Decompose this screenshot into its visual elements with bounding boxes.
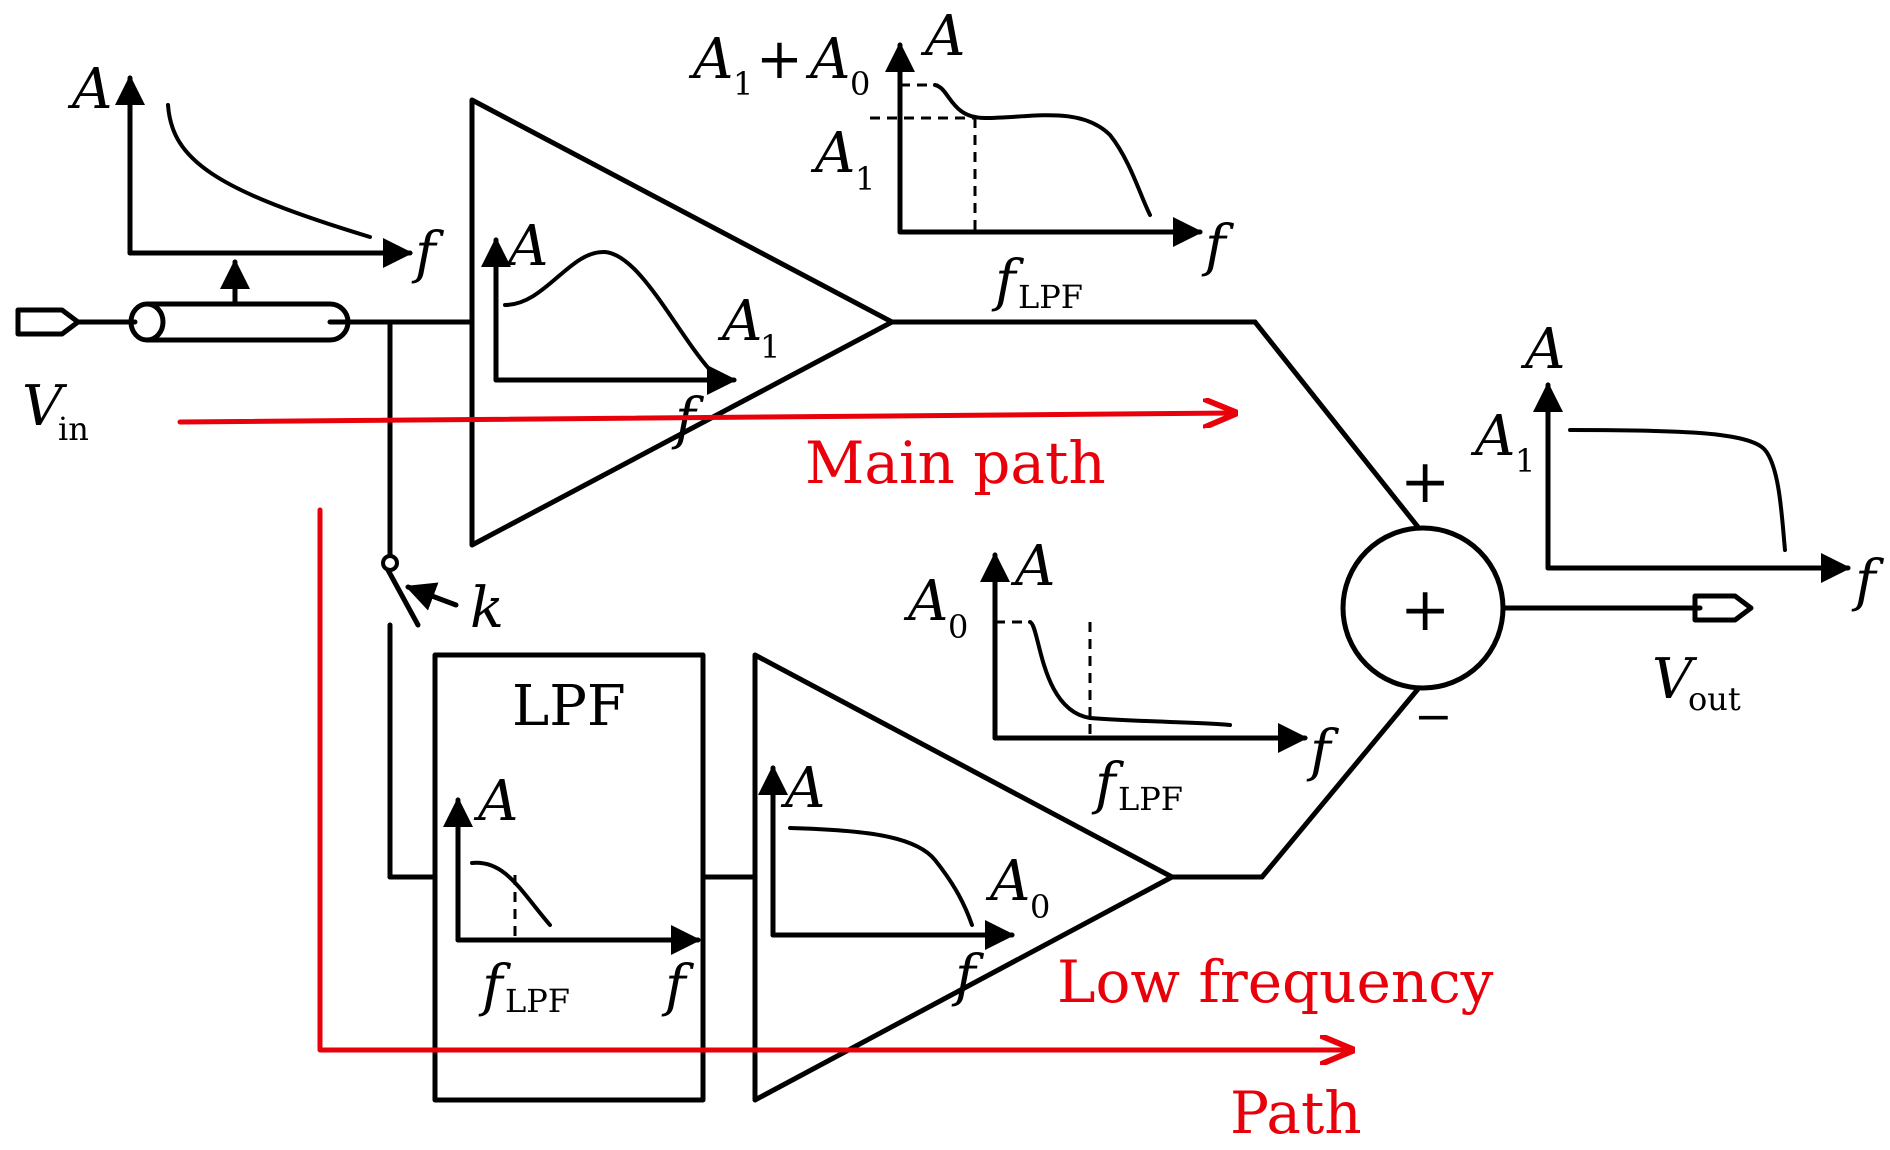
axis-label-amplitude: A	[67, 57, 112, 122]
axis-label-frequency: f	[411, 221, 445, 286]
svg-text:f: f	[1306, 719, 1340, 784]
main-response-cutoff-label: f LPF	[991, 249, 1083, 316]
low-frequency-amplifier	[752, 652, 1421, 1103]
svg-text:0: 0	[948, 608, 968, 646]
svg-text:0: 0	[1030, 888, 1050, 926]
low-path-label-line2: Path	[1230, 1079, 1362, 1147]
main-path-response-plot: A f A 1 + A 0 A 1 f LPF	[688, 4, 1235, 316]
lpf-block: LPF	[432, 652, 758, 1103]
svg-text:f: f	[1201, 214, 1235, 279]
low-response-cutoff-label: f LPF	[1091, 752, 1183, 818]
low-frequency-path-arrow: Low frequency Path	[317, 507, 1494, 1147]
svg-text:A: A	[1010, 534, 1055, 599]
output-response-plot: A f A 1	[1470, 317, 1885, 614]
svg-text:A: A	[473, 769, 518, 834]
svg-text:1: 1	[760, 328, 780, 366]
svg-text:A: A	[810, 121, 855, 186]
svg-text:+: +	[1400, 575, 1450, 645]
output-port	[1692, 593, 1754, 623]
svg-text:out: out	[1688, 680, 1741, 718]
svg-text:A: A	[503, 214, 548, 279]
svg-text:A: A	[920, 4, 965, 69]
svg-text:A: A	[717, 289, 762, 354]
low-response-level: A 0	[903, 569, 968, 646]
lpf-input-wire	[387, 622, 438, 880]
svg-text:k: k	[470, 576, 504, 641]
svg-text:LPF: LPF	[505, 982, 570, 1020]
svg-text:A: A	[780, 756, 825, 821]
svg-text:LPF: LPF	[1018, 278, 1083, 316]
cable-response-plot: A f	[67, 57, 445, 286]
main-path-label: Main path	[805, 429, 1106, 497]
switch-k: k	[381, 319, 504, 641]
low-amplifier-response-plot: A f	[758, 756, 1015, 1009]
svg-text:LPF: LPF	[1118, 780, 1183, 818]
summer-plus-sign: +	[1400, 447, 1450, 517]
output-response-level: A 1	[1470, 404, 1535, 480]
low-amplifier-gain-label: A 0	[985, 849, 1050, 926]
lpf-response-plot: A f f LPF	[443, 769, 701, 1020]
main-path-arrow: Main path	[177, 413, 1235, 497]
summing-junction: + + −	[1340, 447, 1703, 743]
svg-text:A: A	[903, 569, 948, 634]
transmission-line	[128, 259, 473, 343]
svg-text:+: +	[756, 27, 803, 92]
svg-text:f: f	[1851, 549, 1885, 614]
input-label: V in	[22, 374, 89, 448]
svg-text:1: 1	[855, 160, 875, 198]
main-response-level-bottom: A 1	[810, 121, 875, 198]
svg-text:V: V	[22, 374, 68, 439]
svg-text:V: V	[1652, 647, 1698, 712]
summer-minus-sign: −	[1414, 689, 1453, 743]
low-path-response-plot: A f A 0 f LPF	[903, 534, 1340, 818]
main-amplifier-gain-label: A 1	[717, 289, 780, 366]
svg-text:A: A	[1470, 404, 1515, 469]
svg-text:0: 0	[850, 65, 870, 103]
svg-text:A: A	[688, 27, 733, 92]
svg-text:in: in	[58, 410, 89, 448]
output-label: V out	[1652, 647, 1741, 718]
lpf-cutoff-label: f LPF	[478, 954, 570, 1020]
svg-text:A: A	[985, 849, 1030, 914]
svg-text:1: 1	[733, 65, 753, 103]
input-port	[15, 307, 138, 337]
svg-text:1: 1	[1515, 442, 1535, 480]
svg-text:A: A	[1520, 317, 1565, 382]
lpf-title: LPF	[512, 674, 626, 739]
low-path-label-line1: Low frequency	[1057, 948, 1494, 1016]
main-response-level-top: A 1 + A 0	[688, 27, 870, 103]
main-amplifier	[469, 97, 1421, 548]
svg-text:A: A	[805, 27, 850, 92]
svg-text:f: f	[951, 944, 985, 1009]
svg-text:f: f	[661, 954, 695, 1019]
